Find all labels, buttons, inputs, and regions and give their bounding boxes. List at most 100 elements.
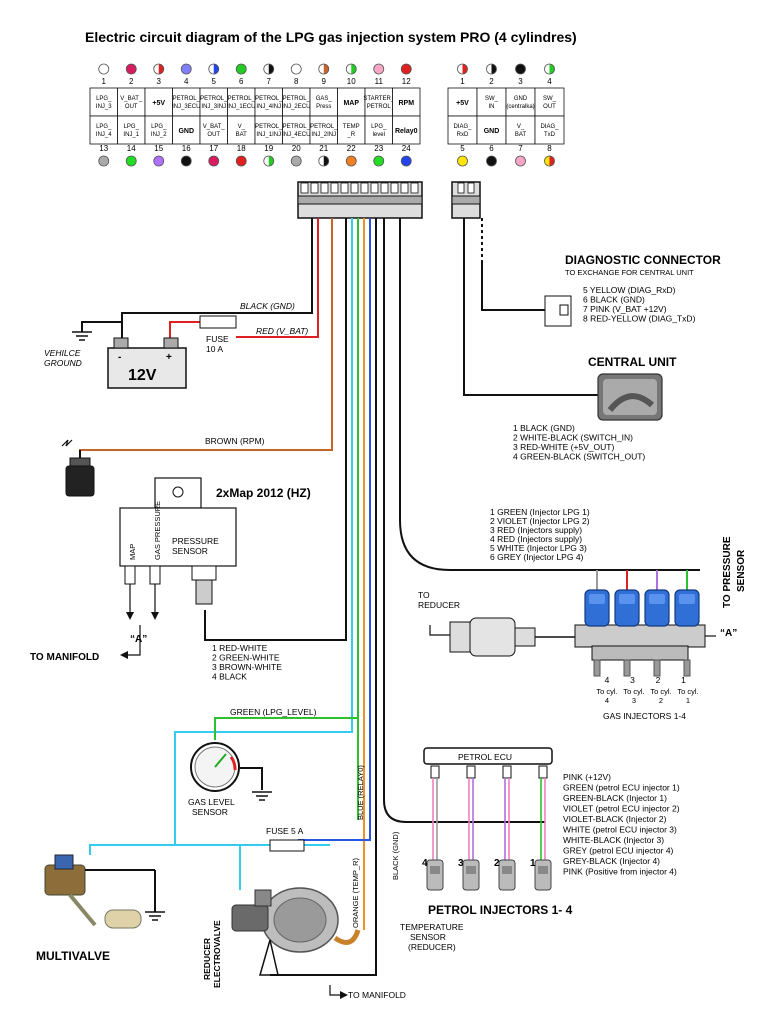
pin-cell-8 bbox=[282, 87, 311, 117]
pin-dot-19 bbox=[263, 155, 275, 167]
pin-dot-14 bbox=[125, 155, 137, 167]
pin-label-6: GND bbox=[484, 128, 500, 135]
pin-dot-3 bbox=[153, 63, 165, 75]
blue-relay-label: BLUE (RELAY0) bbox=[356, 765, 365, 820]
pin-dot-7 bbox=[263, 63, 275, 75]
to-manifold-label: TO MANIFOLD bbox=[30, 652, 99, 663]
pin-label-11: STARTER_ bbox=[363, 96, 394, 102]
petrol-ecu-wire-line: GREY-BLACK (Injector 4) bbox=[563, 856, 660, 866]
pin-cell-20 bbox=[282, 115, 311, 145]
pin-number-7: 7 bbox=[267, 77, 272, 86]
fuse-10a-label: FUSE bbox=[206, 334, 229, 344]
fuse-10a bbox=[199, 315, 237, 329]
pin-cell-7 bbox=[254, 87, 283, 117]
pin-label-14: LPG_ bbox=[124, 124, 140, 130]
gas-injectors-title: GAS INJECTORS 1-4 bbox=[603, 711, 686, 721]
cyl-label: To cyl. bbox=[650, 687, 671, 696]
central-unit-wire-line: 3 RED-WHITE (+5V_OUT) bbox=[513, 442, 614, 452]
wire-black-gas bbox=[399, 218, 700, 571]
pin-label-20: INJ_4ECU bbox=[282, 132, 310, 138]
gas-injector-a-label: “A” bbox=[720, 628, 737, 639]
petrol-ecu-wire-line: PINK (Positive from injector 4) bbox=[563, 867, 677, 877]
vehicle-ground-label-2: GROUND bbox=[44, 358, 82, 368]
pin-cell-13 bbox=[89, 115, 118, 145]
pin-label-3: GND bbox=[514, 96, 528, 102]
pin-cell-3 bbox=[505, 87, 536, 117]
ground-symbol-multivalve bbox=[145, 911, 165, 921]
pin-label-2: OUT bbox=[125, 104, 138, 110]
fuse-10a-rating: 10 A bbox=[206, 344, 223, 354]
pin-label-12: RPM bbox=[398, 100, 414, 107]
pin-label-1: INJ_3 bbox=[96, 104, 112, 110]
diagnostic-wire-line: 5 YELLOW (DIAG_RxD) bbox=[583, 285, 676, 295]
pin-cell-9 bbox=[309, 87, 338, 117]
wire-red-vbat bbox=[236, 218, 319, 338]
gas-injector-number: 2 bbox=[656, 675, 661, 685]
map-sensor-wire-line: 3 BROWN-WHITE bbox=[212, 662, 282, 672]
pin-label-19: PETROL_ bbox=[255, 124, 283, 130]
pin-dot-17 bbox=[208, 155, 220, 167]
diagram-title: Electric circuit diagram of the LPG gas … bbox=[85, 29, 577, 45]
plug-tooth bbox=[300, 182, 309, 194]
central-unit-wire-line: 4 GREEN-BLACK (SWITCH_OUT) bbox=[513, 452, 645, 462]
pin-cell-1 bbox=[447, 87, 478, 117]
pin-dot-15 bbox=[153, 155, 165, 167]
pin-label-2: IN bbox=[489, 104, 495, 110]
pin-dot-24 bbox=[400, 155, 412, 167]
pin-number-15: 15 bbox=[154, 144, 163, 153]
petrol-ecu-wire-line: WHITE-BLACK (Injector 3) bbox=[563, 835, 664, 845]
pin-number-8: 8 bbox=[547, 144, 552, 153]
ignition-coil-icon bbox=[61, 439, 95, 497]
diagnostic-wire-line: 7 PINK (V_BAT +12V) bbox=[583, 304, 667, 314]
petrol-injector-band bbox=[538, 866, 548, 874]
pin-label-22: _R bbox=[346, 132, 355, 138]
gas-injector-rail bbox=[574, 624, 706, 661]
wire-blue-relay bbox=[298, 218, 371, 841]
pin-label-2: SW_ bbox=[485, 96, 499, 102]
gas-pressure-port-label: GAS PRESSURE bbox=[153, 501, 162, 560]
black-gnd-vertical-label: BLACK (GND) bbox=[391, 831, 400, 880]
green-lpg-level-label: GREEN (LPG_LEVEL) bbox=[230, 707, 317, 717]
pressure-sensor bbox=[119, 477, 237, 620]
pin-label-9: GAS_ bbox=[316, 96, 333, 102]
wire-black-petrol bbox=[383, 218, 545, 823]
to-pressure-sensor-label-2: SENSOR bbox=[736, 549, 747, 592]
wire-red-battery bbox=[169, 321, 200, 338]
petrol-injector-number: 2 bbox=[494, 858, 500, 869]
map-port-label: MAP bbox=[128, 544, 137, 560]
pin-cell-17 bbox=[199, 115, 228, 145]
plug-tooth bbox=[400, 182, 409, 194]
petrol-injectors-title: PETROL INJECTORS 1- 4 bbox=[428, 903, 573, 917]
diag-plug bbox=[451, 181, 481, 219]
pin-number-4: 4 bbox=[547, 77, 552, 86]
pin-number-22: 22 bbox=[347, 144, 356, 153]
pin-dot-9 bbox=[318, 63, 330, 75]
pin-number-10: 10 bbox=[347, 77, 356, 86]
pin-cell-5 bbox=[199, 87, 228, 117]
petrol-injector-band bbox=[466, 866, 476, 874]
gas-level-sensor-label-2: SENSOR bbox=[192, 807, 228, 817]
petrol-ecu-wire-line: WHITE (petrol ECU injector 3) bbox=[563, 825, 677, 835]
pin-cell-11 bbox=[364, 87, 393, 117]
multivalve-label: MULTIVALVE bbox=[36, 949, 110, 963]
central-unit-title: CENTRAL UNIT bbox=[588, 355, 677, 369]
ground-symbol-battery bbox=[72, 331, 92, 341]
to-reducer-label: TO bbox=[418, 590, 430, 600]
plug-tooth bbox=[390, 182, 399, 194]
pin-label-8: DIAG_ bbox=[540, 124, 559, 130]
pin-dot-6 bbox=[486, 155, 497, 167]
pin-number-5: 5 bbox=[212, 77, 217, 86]
gas-injector-wire-line: 2 VIOLET (Injector LPG 2) bbox=[490, 516, 590, 526]
battery-plus: + bbox=[166, 352, 172, 363]
pin-dot-6 bbox=[235, 63, 247, 75]
pin-number-6: 6 bbox=[239, 77, 244, 86]
pin-dot-13 bbox=[98, 155, 110, 167]
pin-cell-18 bbox=[227, 115, 256, 145]
fuse-5a-label: FUSE 5 A bbox=[266, 826, 304, 836]
petrol-ecu-wire-line: VIOLET (petrol ECU injector 2) bbox=[563, 804, 680, 814]
pin-number-4: 4 bbox=[184, 77, 189, 86]
pin-cell-7 bbox=[505, 115, 536, 145]
cyl-number: 4 bbox=[605, 696, 609, 705]
pin-label-3: (centralka) bbox=[506, 104, 534, 110]
